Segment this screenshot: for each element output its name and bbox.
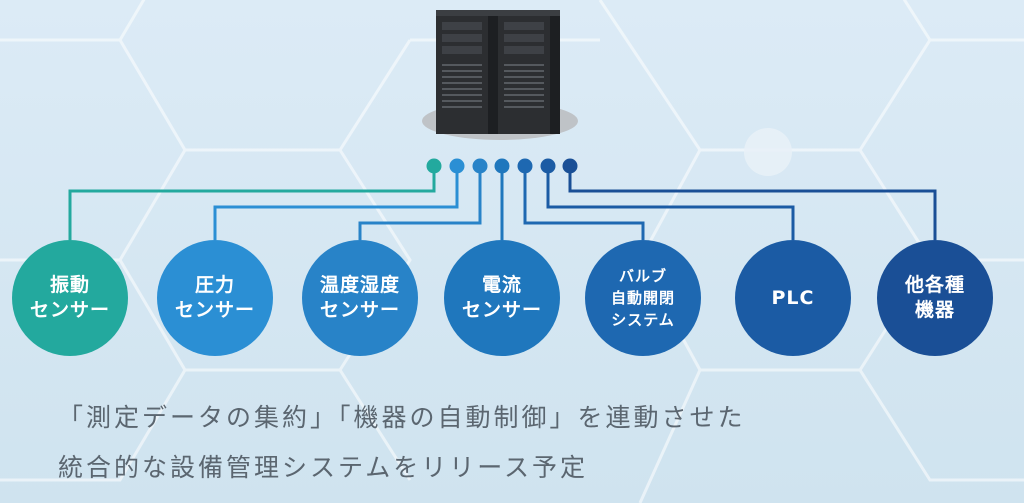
node-label: センサー (319, 299, 400, 321)
connection-port (472, 158, 488, 174)
connection-port (449, 158, 465, 174)
node-pressure-sensor: 圧力センサー (157, 240, 273, 356)
node-temp-humidity-sensor: 温度湿度センサー (302, 240, 418, 356)
node-label: 機器 (914, 299, 955, 321)
node-label: センサー (461, 299, 542, 321)
node-label: バルブ (618, 267, 667, 285)
node-label: PLC (771, 286, 815, 309)
node-label: 他各種 (904, 274, 965, 296)
node-label: センサー (174, 299, 255, 321)
node-label: センサー (29, 299, 110, 321)
node-plc: PLC (735, 240, 851, 356)
node-label: 温度湿度 (319, 274, 400, 296)
connection-line-plc (546, 166, 795, 240)
connection-port (562, 158, 578, 174)
connection-line-pressure-sensor (213, 166, 459, 240)
node-label: システム (611, 311, 675, 329)
node-other-devices: 他各種機器 (877, 240, 993, 356)
server-tower-icon (422, 10, 578, 140)
node-current-sensor: 電流センサー (444, 240, 560, 356)
node-vibration-sensor: 振動センサー (12, 240, 128, 356)
connection-port (540, 158, 556, 174)
node-valve-system: バルブ自動開閉システム (585, 240, 701, 356)
connection-line-temp-humidity-sensor (358, 166, 482, 240)
connection-line-vibration-sensor (68, 166, 436, 240)
node-label: 自動開閉 (610, 289, 675, 307)
caption-line-1: 「測定データの集約」「機器の自動制御」を連動させた (58, 403, 746, 432)
connection-port (517, 158, 533, 174)
node-label: 電流 (481, 274, 522, 296)
connection-line-other-devices (568, 166, 937, 240)
node-label: 振動 (49, 274, 90, 296)
connection-port (494, 158, 510, 174)
connection-port (426, 158, 442, 174)
node-label: 圧力 (194, 274, 235, 296)
connection-line-valve-system (523, 166, 645, 240)
caption-line-2: 統合的な設備管理システムをリリース予定 (58, 453, 589, 482)
